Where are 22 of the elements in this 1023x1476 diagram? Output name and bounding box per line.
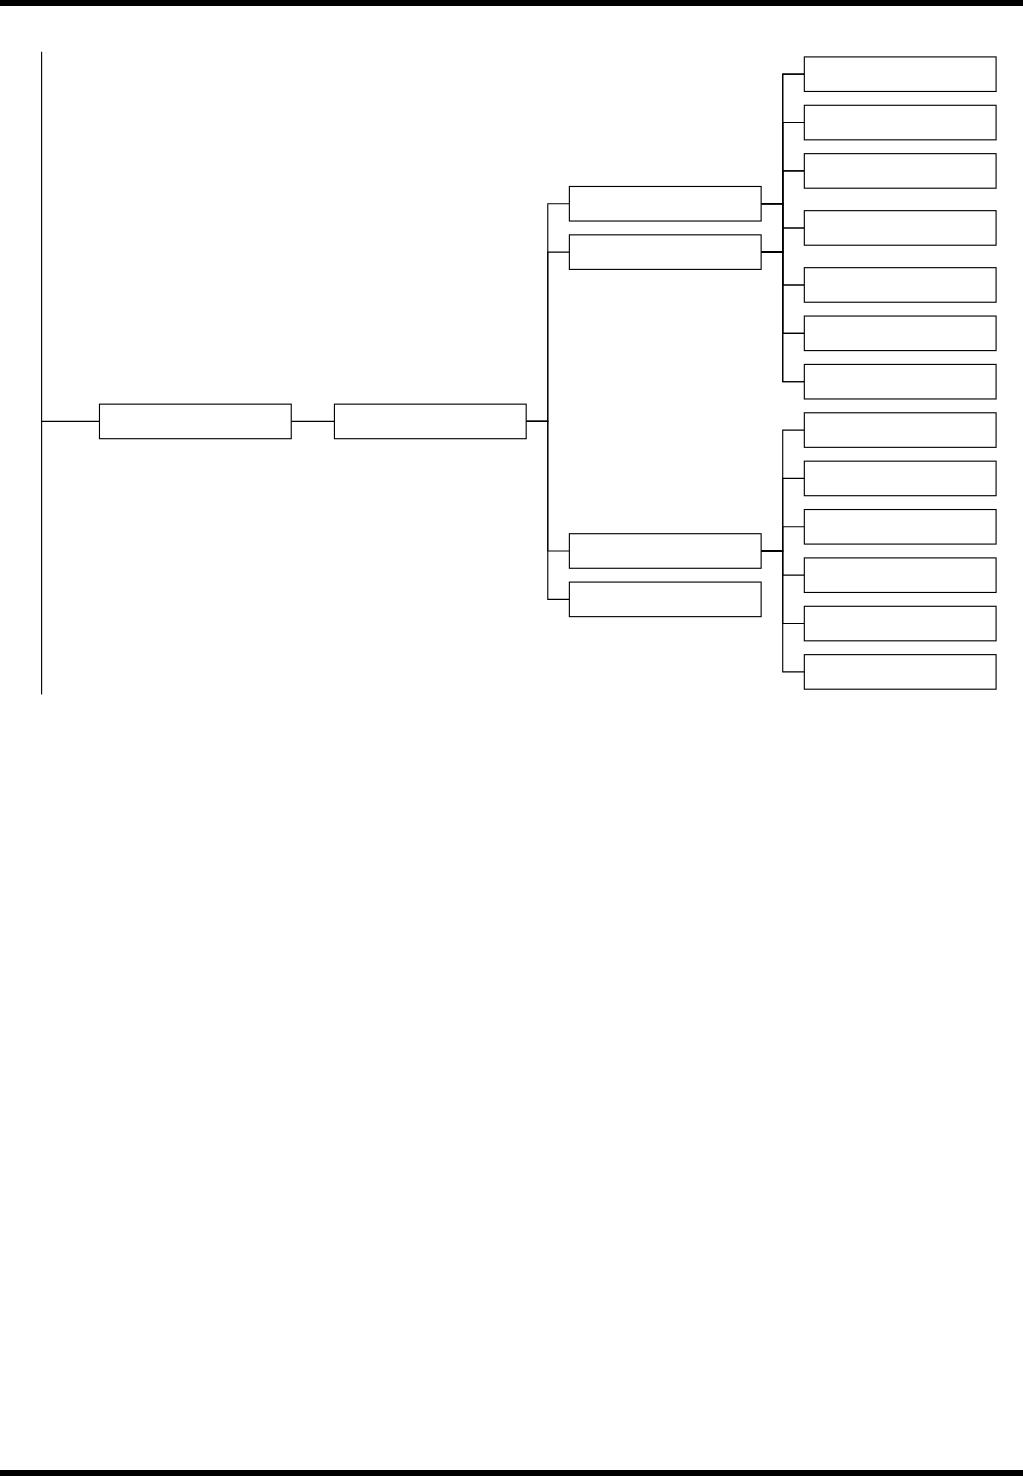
node-box bbox=[803, 104, 997, 141]
node-box bbox=[568, 581, 762, 618]
connector bbox=[760, 550, 805, 673]
node-box bbox=[568, 234, 762, 270]
node-box bbox=[98, 403, 292, 440]
node-box bbox=[568, 533, 762, 569]
node-box bbox=[803, 153, 997, 189]
node-box bbox=[803, 267, 997, 303]
node-box bbox=[803, 605, 997, 642]
connector bbox=[760, 203, 805, 383]
node-box bbox=[803, 460, 997, 497]
node-box bbox=[803, 412, 997, 448]
node-box bbox=[333, 403, 527, 440]
node-box bbox=[803, 56, 997, 92]
node-box bbox=[803, 210, 997, 246]
connector bbox=[760, 251, 805, 383]
node-box bbox=[803, 508, 997, 545]
node-box bbox=[568, 185, 762, 222]
node-box bbox=[803, 363, 997, 400]
node-box bbox=[803, 315, 997, 352]
node-box bbox=[803, 557, 997, 593]
node-box bbox=[803, 654, 997, 690]
